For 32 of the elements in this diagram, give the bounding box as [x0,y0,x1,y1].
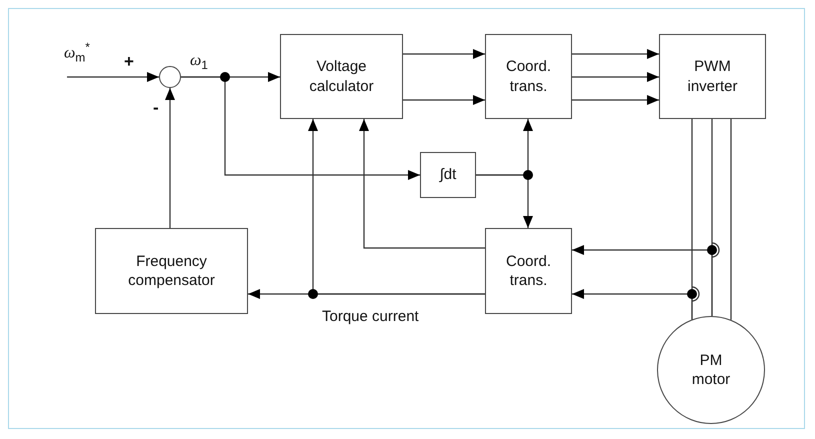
arrow [572,72,659,82]
integrator-box [420,152,476,198]
arrow [572,289,693,320]
edge-label: Torque current [322,308,419,325]
arrow [403,95,485,105]
arrow [572,95,659,105]
arrow [572,245,713,316]
sign-label: - [153,98,159,118]
arrow [67,72,159,82]
arrow [403,49,485,59]
node-label: PWM inverter [686,57,739,96]
sign-label: + [124,52,134,72]
signal-label: ω$_{1}$ [190,52,208,72]
arrow [181,76,420,180]
process-box [485,34,572,119]
process-box [280,34,403,119]
node-label: Coord. trans. [504,252,552,290]
wire [730,119,732,320]
summing-junction [159,66,181,88]
node-label: PM motor [690,350,732,390]
arrow [359,119,485,249]
node-label: Frequency compensator [127,252,216,290]
arrow [165,88,175,228]
process-box [485,228,572,314]
process-box [95,228,248,314]
node-label: Voltage calculator [308,57,375,96]
arrow [572,49,659,59]
node-label: ∫dt [440,165,456,185]
arrow [308,119,485,295]
node-label: Coord. trans. [504,57,552,96]
arrow [476,174,533,228]
process-box [659,34,766,119]
